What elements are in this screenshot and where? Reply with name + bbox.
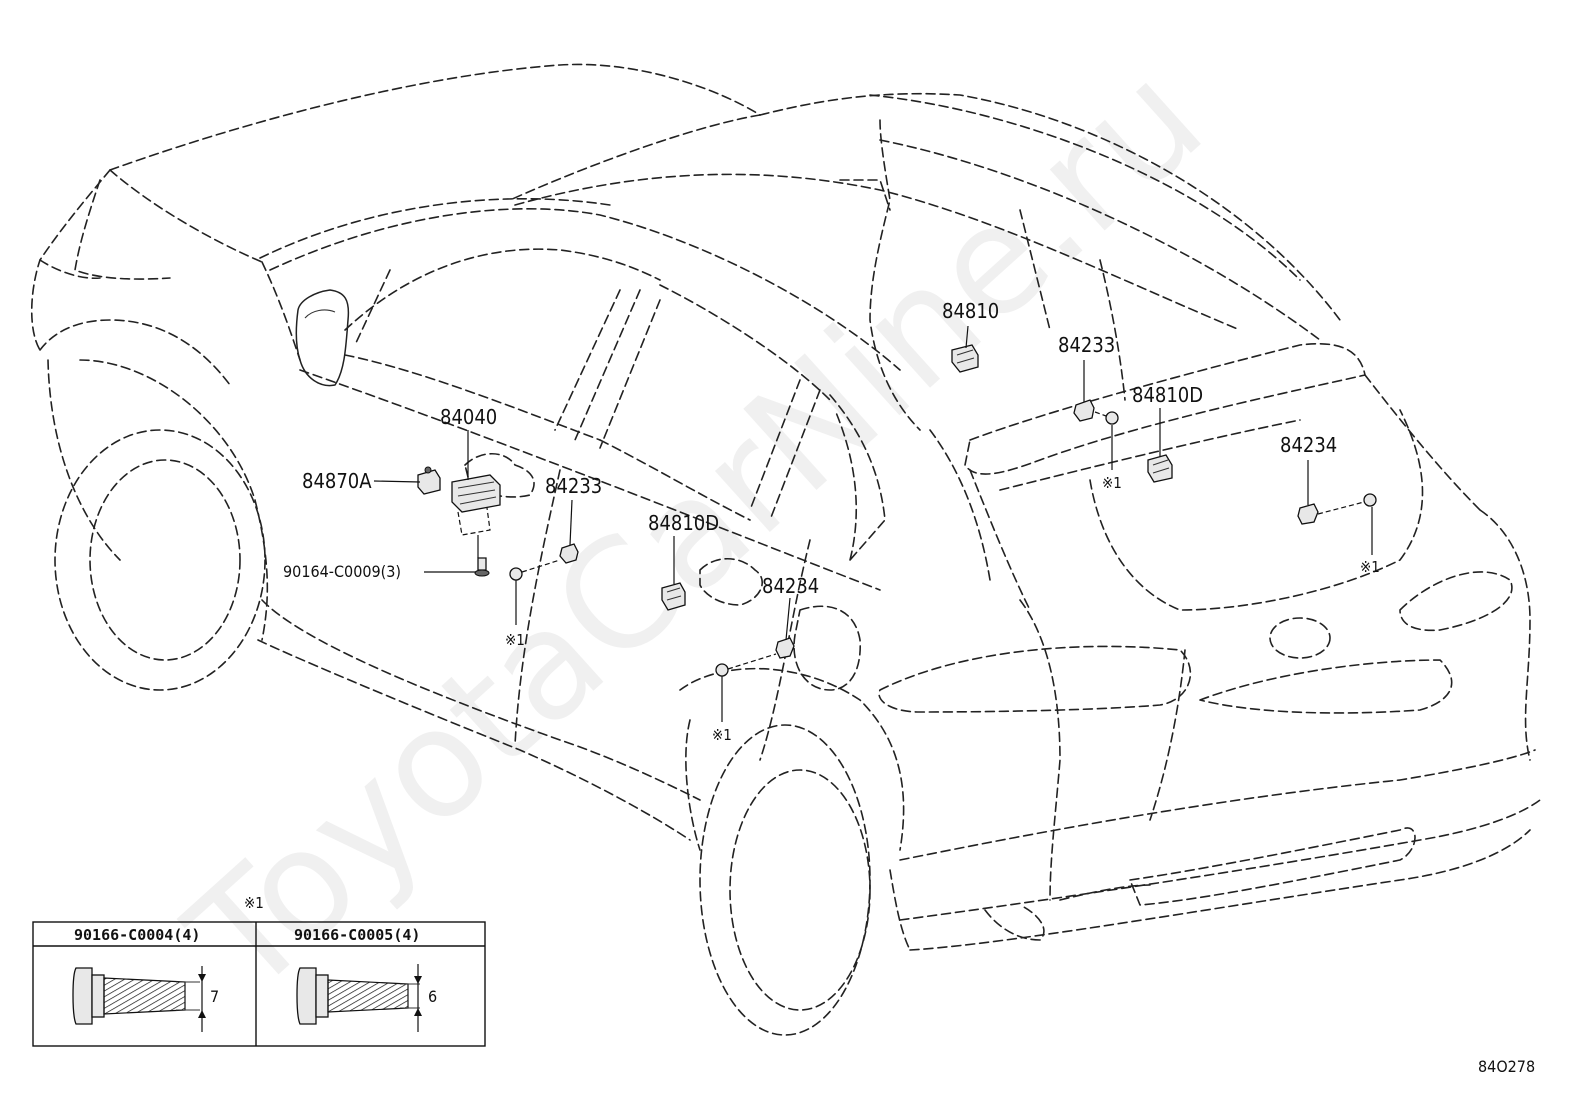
dim-left: 7 bbox=[210, 987, 219, 1006]
callout-84233-rear: 84233 bbox=[1058, 333, 1115, 357]
callout-84810d-rear: 84810D bbox=[1132, 383, 1203, 407]
part-90164-screw bbox=[474, 557, 490, 577]
diagram-number: 84O278 bbox=[1478, 1057, 1535, 1076]
part-84234-rear-switch bbox=[1297, 493, 1377, 525]
ref-mark-2: ※1 bbox=[712, 726, 732, 744]
bolt-90166-c0005-drawing: 6 bbox=[296, 964, 437, 1032]
callout-84810: 84810 bbox=[942, 299, 999, 323]
part-84810d-front-switch bbox=[661, 582, 686, 611]
part-84233-rear-switch bbox=[1073, 399, 1119, 425]
callouts: 84040 84870A 90164-C0009(3) 84233 84810D… bbox=[283, 299, 1380, 744]
part-84040-switch bbox=[451, 474, 501, 536]
part-84810d-rear-switch bbox=[1147, 454, 1173, 483]
dim-right: 6 bbox=[428, 987, 437, 1006]
callout-90164-c0009: 90164-C0009(3) bbox=[283, 562, 401, 581]
callout-84234-front: 84234 bbox=[762, 574, 819, 598]
fastener-table: ※1 90166-C0004(4) 90166-C0005(4) 7 bbox=[32, 894, 486, 1047]
callout-84233-front: 84233 bbox=[545, 474, 602, 498]
vehicle-outline bbox=[30, 63, 1541, 1036]
part-84810-switch bbox=[951, 344, 979, 373]
ref-mark-4: ※1 bbox=[1360, 558, 1380, 576]
callout-84040: 84040 bbox=[440, 405, 497, 429]
callout-84870a: 84870A bbox=[302, 469, 372, 493]
bolt-90166-c0004-drawing: 7 bbox=[72, 966, 219, 1032]
callout-84234-rear: 84234 bbox=[1280, 433, 1337, 457]
leader-lines bbox=[373, 325, 1373, 722]
callout-84810d-front: 84810D bbox=[648, 511, 719, 535]
parts bbox=[417, 344, 1377, 677]
table-header-right: 90166-C0005(4) bbox=[294, 926, 420, 944]
ref-mark-1: ※1 bbox=[505, 631, 525, 649]
ref-mark-3: ※1 bbox=[1102, 474, 1122, 492]
table-header-left: 90166-C0004(4) bbox=[74, 926, 200, 944]
part-84233-front-switch bbox=[509, 543, 579, 581]
table-title-mark: ※1 bbox=[244, 894, 264, 912]
part-84870a-switch bbox=[417, 466, 441, 495]
